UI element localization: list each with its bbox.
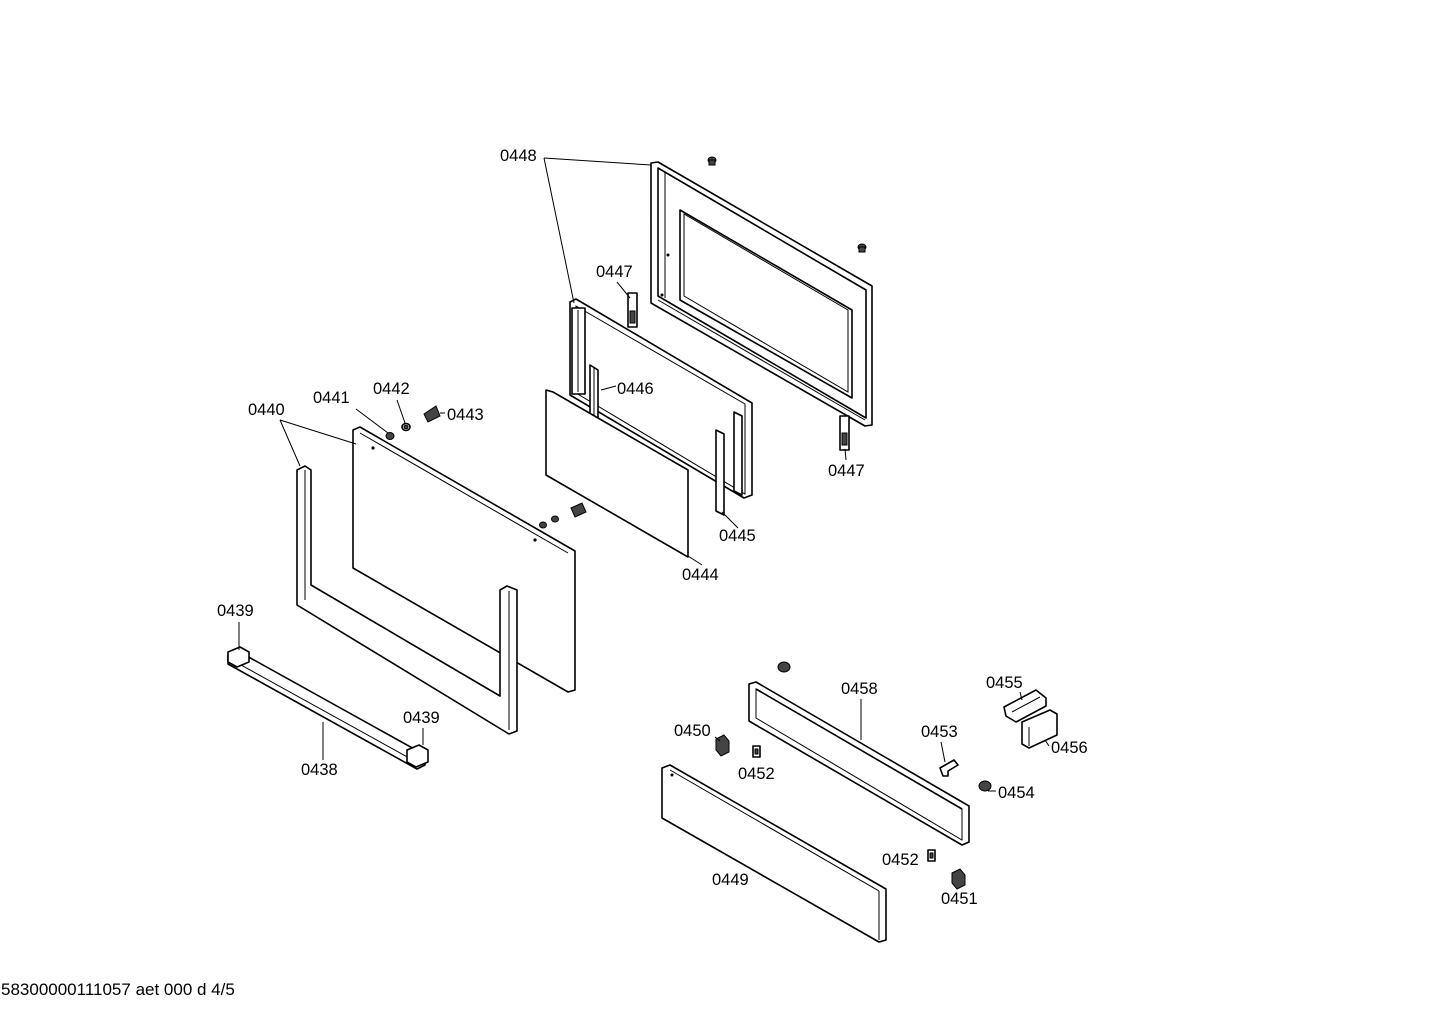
label-0447-upper: 0447 bbox=[596, 263, 633, 281]
leader-lines bbox=[238, 157, 1050, 792]
label-0440: 0440 bbox=[248, 401, 285, 419]
clip-0452-left bbox=[752, 745, 761, 758]
screw-top-right bbox=[857, 243, 867, 253]
label-0448: 0448 bbox=[500, 147, 537, 165]
label-0445: 0445 bbox=[719, 527, 756, 545]
outer-glass-pane bbox=[352, 426, 576, 693]
bracket-0455 bbox=[1003, 689, 1047, 723]
knob-top bbox=[777, 661, 791, 673]
screw-top-left bbox=[707, 156, 717, 166]
drawing-reference-footer: 58300000111057 aet 000 d 4/5 bbox=[1, 980, 235, 999]
label-0447-lower: 0447 bbox=[828, 462, 865, 480]
label-0458: 0458 bbox=[841, 680, 878, 698]
switch-0451 bbox=[951, 868, 966, 890]
clip-0452-right bbox=[927, 849, 936, 862]
label-0451: 0451 bbox=[941, 890, 978, 908]
inner-glass-pane bbox=[545, 389, 689, 558]
inner-door-frame bbox=[650, 161, 873, 427]
label-0439-left: 0439 bbox=[217, 602, 254, 620]
hinge-bracket-upper bbox=[627, 292, 638, 328]
door-frame bbox=[296, 465, 518, 735]
label-0441: 0441 bbox=[313, 389, 350, 407]
label-0454: 0454 bbox=[998, 784, 1035, 802]
small-fixing-clips bbox=[539, 502, 587, 529]
label-0438: 0438 bbox=[301, 761, 338, 779]
label-0442: 0442 bbox=[373, 380, 410, 398]
fitting-0443 bbox=[423, 405, 441, 423]
fitting-0441 bbox=[385, 432, 395, 440]
handle-end-cap-right bbox=[406, 744, 429, 768]
fitting-0442 bbox=[401, 422, 411, 432]
label-0456: 0456 bbox=[1051, 739, 1088, 757]
switch-0450 bbox=[715, 734, 730, 757]
label-0443: 0443 bbox=[447, 406, 484, 424]
label-0444: 0444 bbox=[682, 566, 719, 584]
label-0449: 0449 bbox=[712, 871, 749, 889]
label-0455: 0455 bbox=[986, 674, 1023, 692]
knob-0454 bbox=[978, 780, 992, 792]
glass-side-rail-left bbox=[571, 307, 586, 395]
label-0452-upper: 0452 bbox=[738, 765, 775, 783]
key-0453 bbox=[939, 759, 959, 777]
label-0453: 0453 bbox=[921, 723, 958, 741]
spacer-rail-lower bbox=[715, 411, 743, 516]
label-0452-lower: 0452 bbox=[882, 851, 919, 869]
handle-end-cap-left bbox=[227, 646, 250, 668]
label-0450: 0450 bbox=[674, 722, 711, 740]
label-0439-right: 0439 bbox=[403, 709, 440, 727]
part-labels: 0448 0447 0447 0446 0445 0444 0440 0441 … bbox=[217, 147, 1088, 908]
bracket-0456 bbox=[1021, 709, 1058, 749]
door-handle bbox=[227, 649, 426, 770]
hinge-bracket-lower bbox=[839, 415, 850, 451]
label-0446: 0446 bbox=[617, 380, 654, 398]
control-panel-front bbox=[661, 764, 887, 943]
control-panel-frame bbox=[748, 681, 970, 846]
